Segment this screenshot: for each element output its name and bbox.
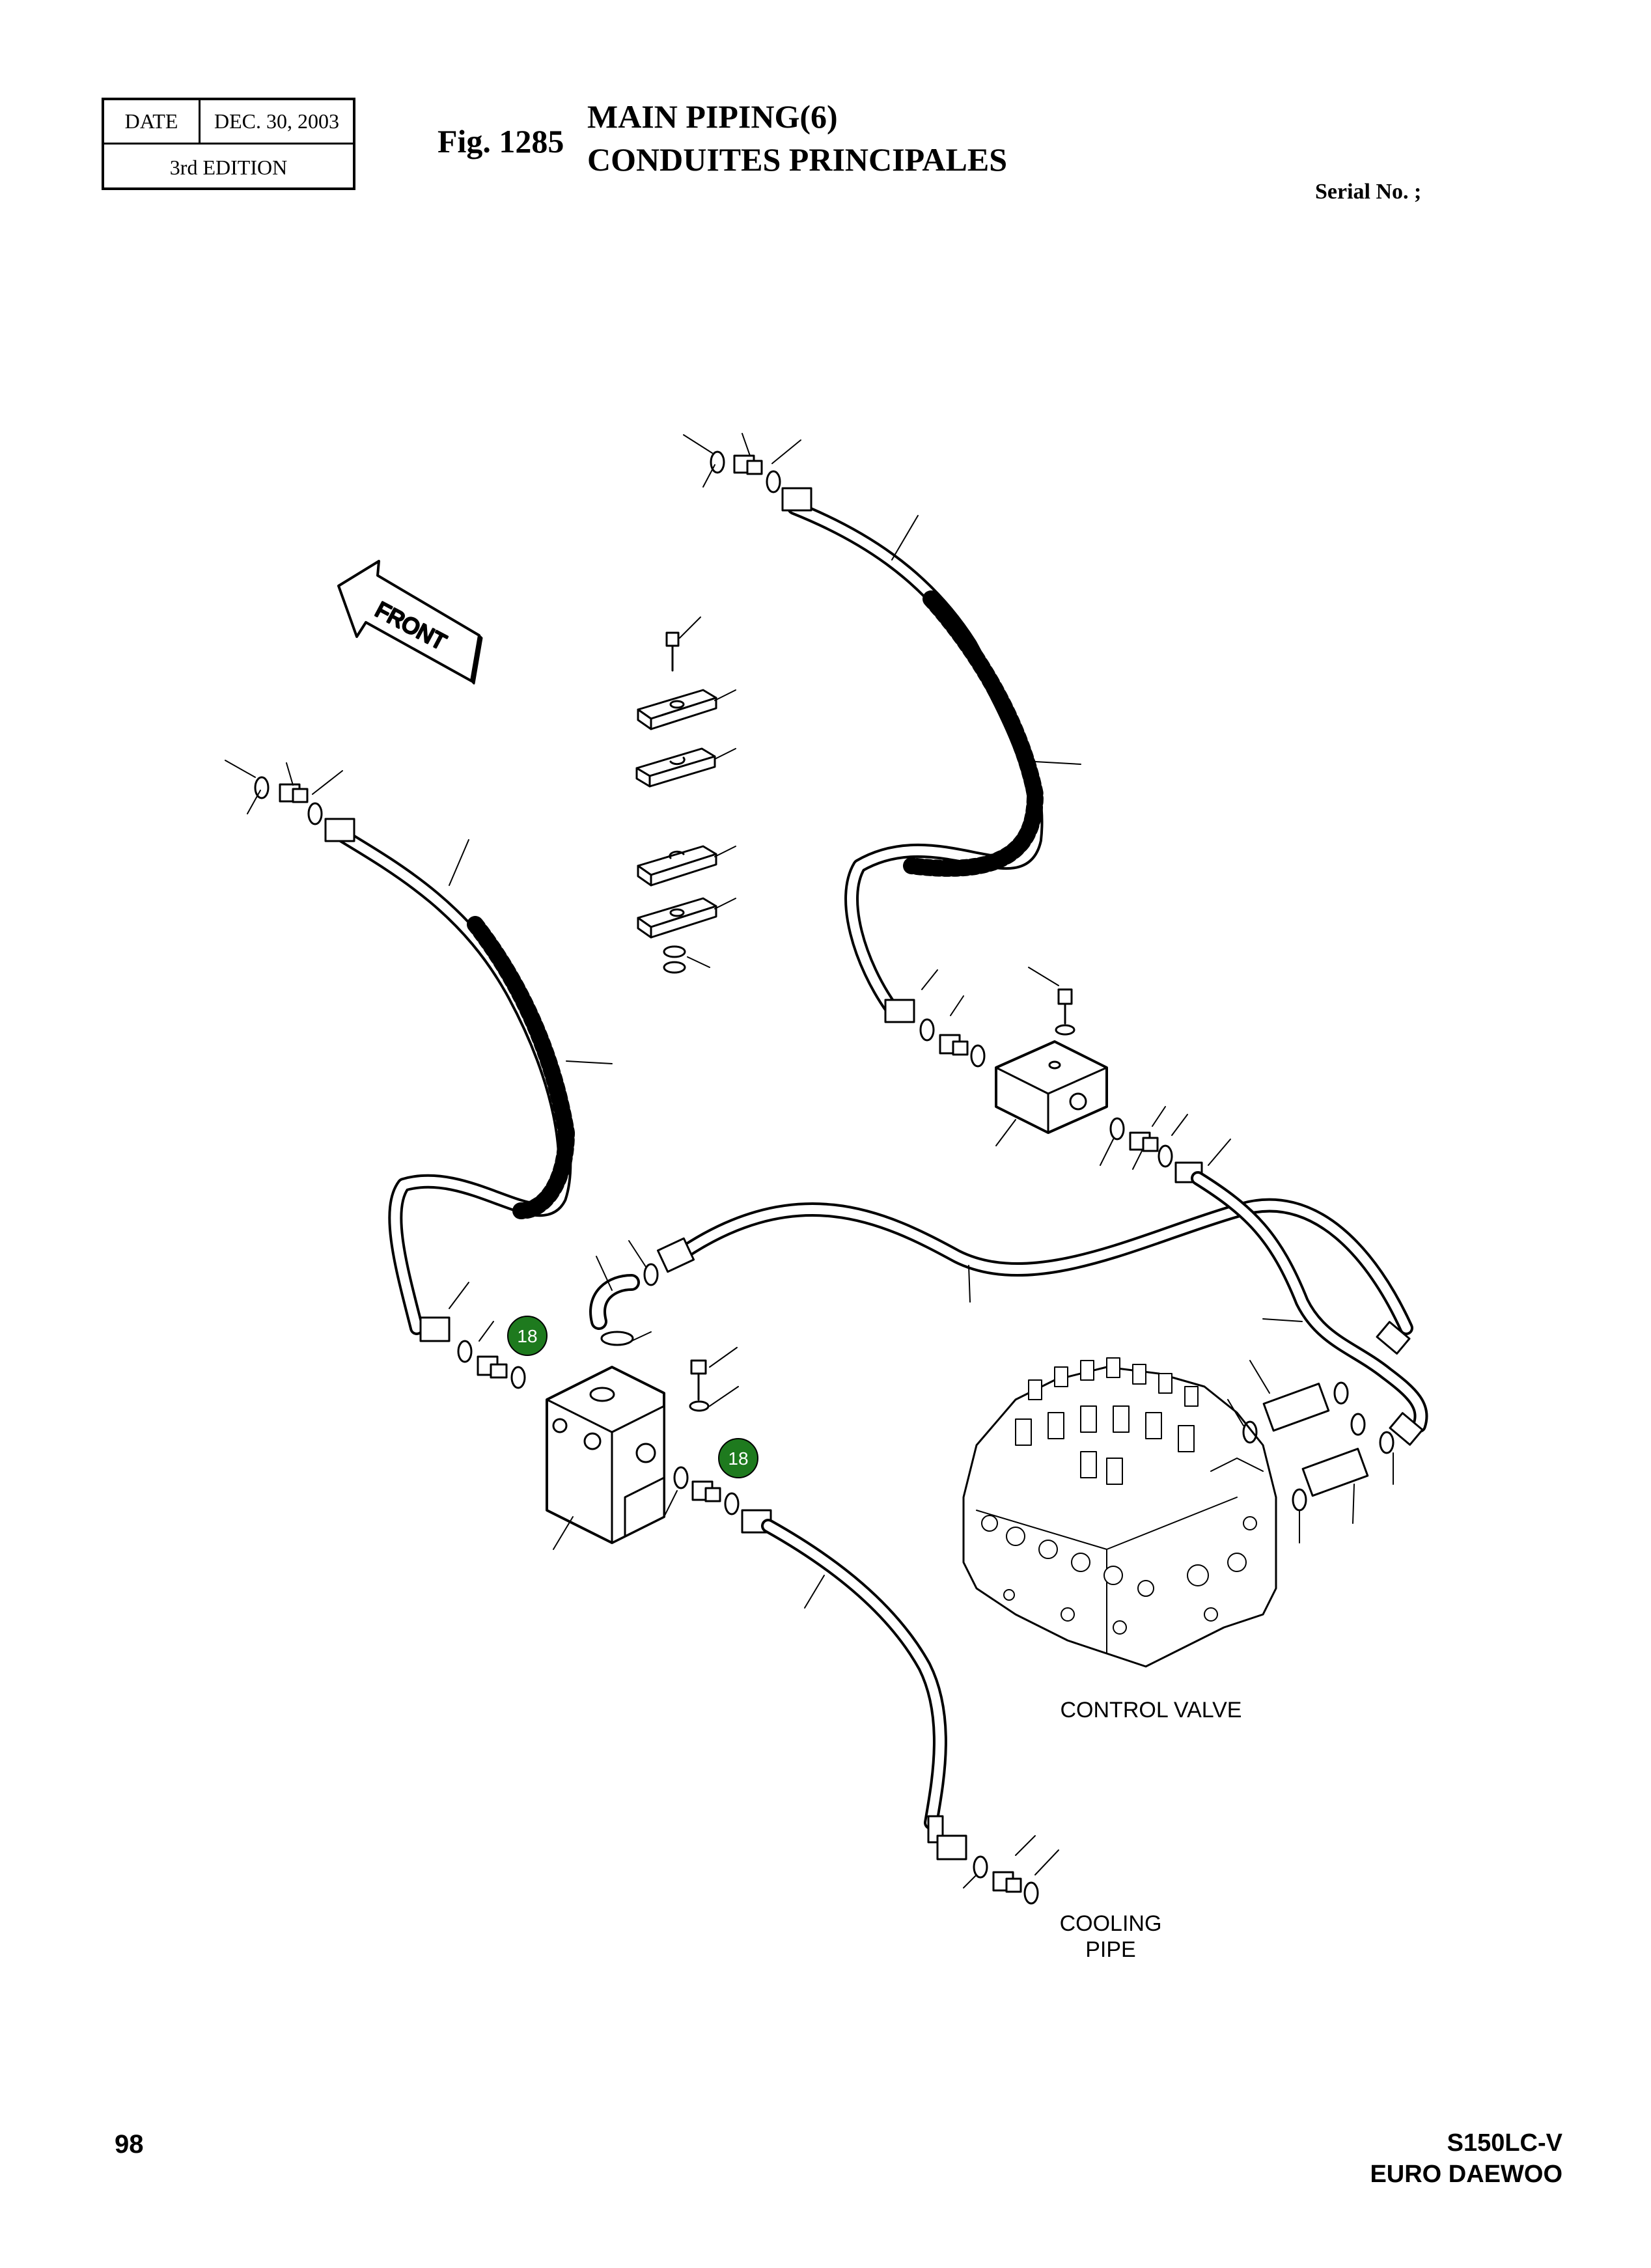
cooling-pipe-label-line2: PIPE — [1085, 1937, 1135, 1962]
center-bolt — [689, 1347, 739, 1412]
part-badge-18-right: 18 — [718, 1438, 758, 1478]
left-hose — [331, 826, 613, 1335]
date-value: DEC. 30, 2003 — [214, 109, 339, 133]
part-badge-number: 18 — [728, 1448, 748, 1469]
right-upper-hose-top-fittings — [683, 433, 812, 512]
right-lower-hose — [1191, 1171, 1428, 1446]
clamp-assembly — [635, 616, 736, 974]
manufacturer-name: EURO DAEWOO — [1370, 2161, 1562, 2188]
part-badge-number: 18 — [517, 1326, 537, 1346]
model-name: S150LC-V — [1447, 2129, 1562, 2157]
figure-number: Fig. 1285 — [437, 123, 564, 159]
left-hose-bottom-fittings — [419, 1282, 526, 1389]
model-info: S150LC-V EURO DAEWOO — [1370, 2127, 1562, 2190]
control-valve-label: CONTROL VALVE — [1061, 1698, 1242, 1722]
date-label: DATE — [104, 100, 201, 143]
valve-adapters — [1227, 1360, 1394, 1543]
serial-number: Serial No. ; — [1315, 180, 1422, 204]
page-number: 98 — [115, 2130, 144, 2159]
left-manifold-block — [546, 1366, 665, 1550]
date-row: DATE DEC. 30, 2003 — [104, 100, 353, 145]
page-subtitle: CONDUITES PRINCIPALES — [587, 141, 1008, 178]
right-upper-hose-bottom-fittings — [884, 969, 986, 1068]
part-badge-18-left: 18 — [507, 1316, 548, 1356]
control-valve — [962, 1357, 1277, 1668]
front-arrow-icon: FRONT — [337, 560, 483, 685]
cooling-pipe-label-line1: COOLING — [1060, 1911, 1162, 1936]
cooling-hose — [663, 1466, 1059, 1905]
left-hose-top-fittings — [225, 760, 355, 842]
right-upper-block — [995, 967, 1231, 1183]
date-box: DATE DEC. 30, 2003 3rd EDITION — [102, 98, 355, 190]
right-upper-hose — [787, 501, 1081, 1016]
edition: 3rd EDITION — [169, 155, 288, 179]
page-title: MAIN PIPING(6) — [587, 98, 838, 135]
elbow-fitting — [589, 1240, 659, 1346]
horizontal-hose — [656, 1198, 1413, 1335]
